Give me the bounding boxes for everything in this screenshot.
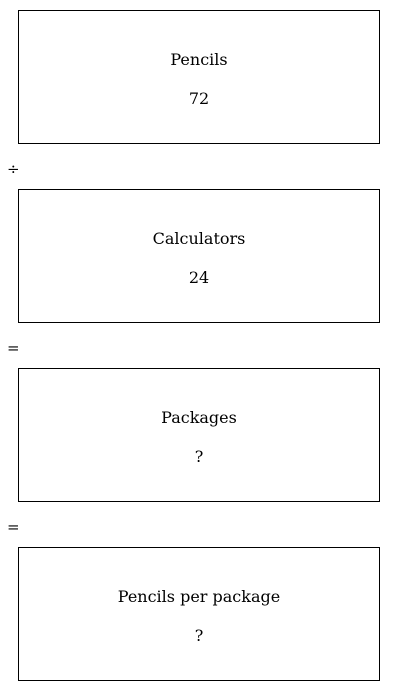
pencils-per-package-label: Pencils per package xyxy=(117,587,281,606)
equals-operator-1: = xyxy=(7,339,20,357)
packages-value: ? xyxy=(194,447,204,466)
pencils-label: Pencils xyxy=(170,50,228,69)
pencils-per-package-value: ? xyxy=(194,626,204,645)
calculators-value: 24 xyxy=(188,268,210,287)
pencils-box: Pencils 72 xyxy=(18,10,380,144)
calculators-box: Calculators 24 xyxy=(18,189,380,323)
pencils-per-package-box: Pencils per package ? xyxy=(18,547,380,681)
equals-operator-2: = xyxy=(7,518,20,536)
calculators-label: Calculators xyxy=(152,229,246,248)
divide-operator: ÷ xyxy=(7,160,20,178)
packages-label: Packages xyxy=(161,408,237,427)
pencils-value: 72 xyxy=(188,89,210,108)
packages-box: Packages ? xyxy=(18,368,380,502)
